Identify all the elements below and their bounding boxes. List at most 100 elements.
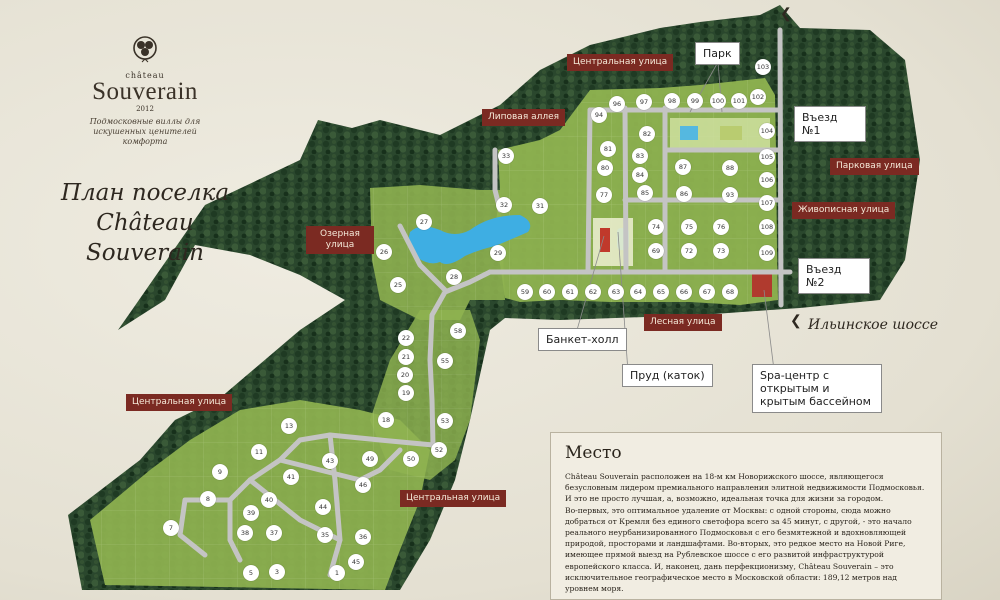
lot-marker[interactable]: 29 [490, 245, 506, 261]
lot-marker[interactable]: 20 [397, 367, 413, 383]
lot-marker[interactable]: 101 [731, 93, 747, 109]
lot-marker[interactable]: 107 [759, 195, 775, 211]
lot-marker[interactable]: 93 [722, 187, 738, 203]
lot-marker[interactable]: 35 [317, 527, 333, 543]
street-label-lake: Озерная улица [306, 226, 374, 254]
lot-marker[interactable]: 73 [713, 243, 729, 259]
lot-marker[interactable]: 60 [539, 284, 555, 300]
street-label-central-top: Центральная улица [567, 54, 674, 71]
street-label-central-bottom: Центральная улица [400, 490, 507, 507]
lot-marker[interactable]: 1 [329, 565, 345, 581]
lot-marker[interactable]: 65 [653, 284, 669, 300]
lot-marker[interactable]: 7 [163, 520, 179, 536]
street-label-central-left: Центральная улица [126, 394, 233, 411]
location-info-panel: Место Château Souverain расположен на 18… [550, 432, 942, 600]
lot-marker[interactable]: 32 [496, 197, 512, 213]
lot-marker[interactable]: 103 [755, 59, 771, 75]
lot-marker[interactable]: 68 [722, 284, 738, 300]
lot-marker[interactable]: 50 [403, 451, 419, 467]
info-paragraph-1: Château Souverain расположен на 18-м км … [565, 472, 925, 504]
lot-marker[interactable]: 106 [759, 172, 775, 188]
lot-marker[interactable]: 80 [597, 160, 613, 176]
lot-marker[interactable]: 86 [676, 186, 692, 202]
logo-year: 2012 [136, 105, 154, 113]
poi-entry-1: Въезд №1 [794, 106, 866, 142]
lot-marker[interactable]: 88 [722, 160, 738, 176]
lot-marker[interactable]: 67 [699, 284, 715, 300]
lot-marker[interactable]: 27 [416, 214, 432, 230]
lot-marker[interactable]: 64 [630, 284, 646, 300]
lot-marker[interactable]: 8 [200, 491, 216, 507]
lot-marker[interactable]: 22 [398, 330, 414, 346]
lot-marker[interactable]: 21 [398, 349, 414, 365]
highway-label: Ильинское шоссе [808, 317, 939, 333]
poi-spa: Spa-центр с открытым и крытым бассейном [752, 364, 882, 413]
lot-marker[interactable]: 49 [362, 451, 378, 467]
lot-marker[interactable]: 76 [713, 219, 729, 235]
lot-marker[interactable]: 38 [237, 525, 253, 541]
lot-marker[interactable]: 108 [759, 219, 775, 235]
lot-marker[interactable]: 13 [281, 418, 297, 434]
lot-marker[interactable]: 28 [446, 269, 462, 285]
lot-marker[interactable]: 66 [676, 284, 692, 300]
poi-banquet-hall: Банкет-холл [538, 328, 627, 351]
lot-marker[interactable]: 52 [431, 442, 447, 458]
lot-marker[interactable]: 96 [609, 96, 625, 112]
lot-marker[interactable]: 72 [681, 243, 697, 259]
plan-title-line-2: Château Souverain [86, 210, 204, 266]
lot-marker[interactable]: 45 [348, 554, 364, 570]
logo-chateau: château [125, 71, 165, 80]
lot-marker[interactable]: 25 [390, 277, 406, 293]
lot-marker[interactable]: 84 [632, 167, 648, 183]
lot-marker[interactable]: 102 [750, 89, 766, 105]
roads [177, 27, 793, 578]
lot-marker[interactable]: 83 [632, 148, 648, 164]
lot-marker[interactable]: 82 [639, 126, 655, 142]
lot-marker[interactable]: 74 [648, 219, 664, 235]
lot-marker[interactable]: 46 [355, 477, 371, 493]
lot-marker[interactable]: 18 [378, 412, 394, 428]
lot-marker[interactable]: 61 [562, 284, 578, 300]
lot-marker[interactable]: 58 [450, 323, 466, 339]
lot-marker[interactable]: 37 [266, 525, 282, 541]
lot-marker[interactable]: 81 [600, 141, 616, 157]
lot-marker[interactable]: 77 [596, 187, 612, 203]
lot-marker[interactable]: 39 [243, 505, 259, 521]
lot-marker[interactable]: 3 [269, 564, 285, 580]
lot-marker[interactable]: 75 [681, 219, 697, 235]
logo-brand: Souverain [92, 78, 198, 105]
lot-marker[interactable]: 62 [585, 284, 601, 300]
lot-marker[interactable]: 53 [437, 413, 453, 429]
lot-marker[interactable]: 5 [243, 565, 259, 581]
info-title: Место [565, 443, 622, 463]
lot-marker[interactable]: 105 [759, 149, 775, 165]
lot-marker[interactable]: 99 [687, 93, 703, 109]
lot-marker[interactable]: 19 [398, 385, 414, 401]
lot-marker[interactable]: 85 [637, 185, 653, 201]
lot-marker[interactable]: 94 [591, 107, 607, 123]
lot-marker[interactable]: 9 [212, 464, 228, 480]
lot-marker[interactable]: 41 [283, 469, 299, 485]
lot-marker[interactable]: 100 [710, 93, 726, 109]
lot-marker[interactable]: 69 [648, 243, 664, 259]
lot-marker[interactable]: 36 [355, 529, 371, 545]
lot-marker[interactable]: 97 [636, 94, 652, 110]
spa-building [752, 273, 772, 297]
lot-marker[interactable]: 98 [664, 93, 680, 109]
lot-marker[interactable]: 43 [322, 453, 338, 469]
lot-marker[interactable]: 40 [261, 492, 277, 508]
lot-marker[interactable]: 44 [315, 499, 331, 515]
plots-south [90, 400, 430, 590]
lot-marker[interactable]: 59 [517, 284, 533, 300]
lot-marker[interactable]: 33 [498, 148, 514, 164]
lot-marker[interactable]: 63 [608, 284, 624, 300]
lot-marker[interactable]: 55 [437, 353, 453, 369]
lot-marker[interactable]: 31 [532, 198, 548, 214]
lot-marker[interactable]: 109 [759, 245, 775, 261]
lot-marker[interactable]: 87 [675, 159, 691, 175]
lot-marker[interactable]: 104 [759, 123, 775, 139]
lot-marker[interactable]: 11 [251, 444, 267, 460]
lot-marker[interactable]: 26 [376, 244, 392, 260]
lake-water [408, 215, 531, 264]
